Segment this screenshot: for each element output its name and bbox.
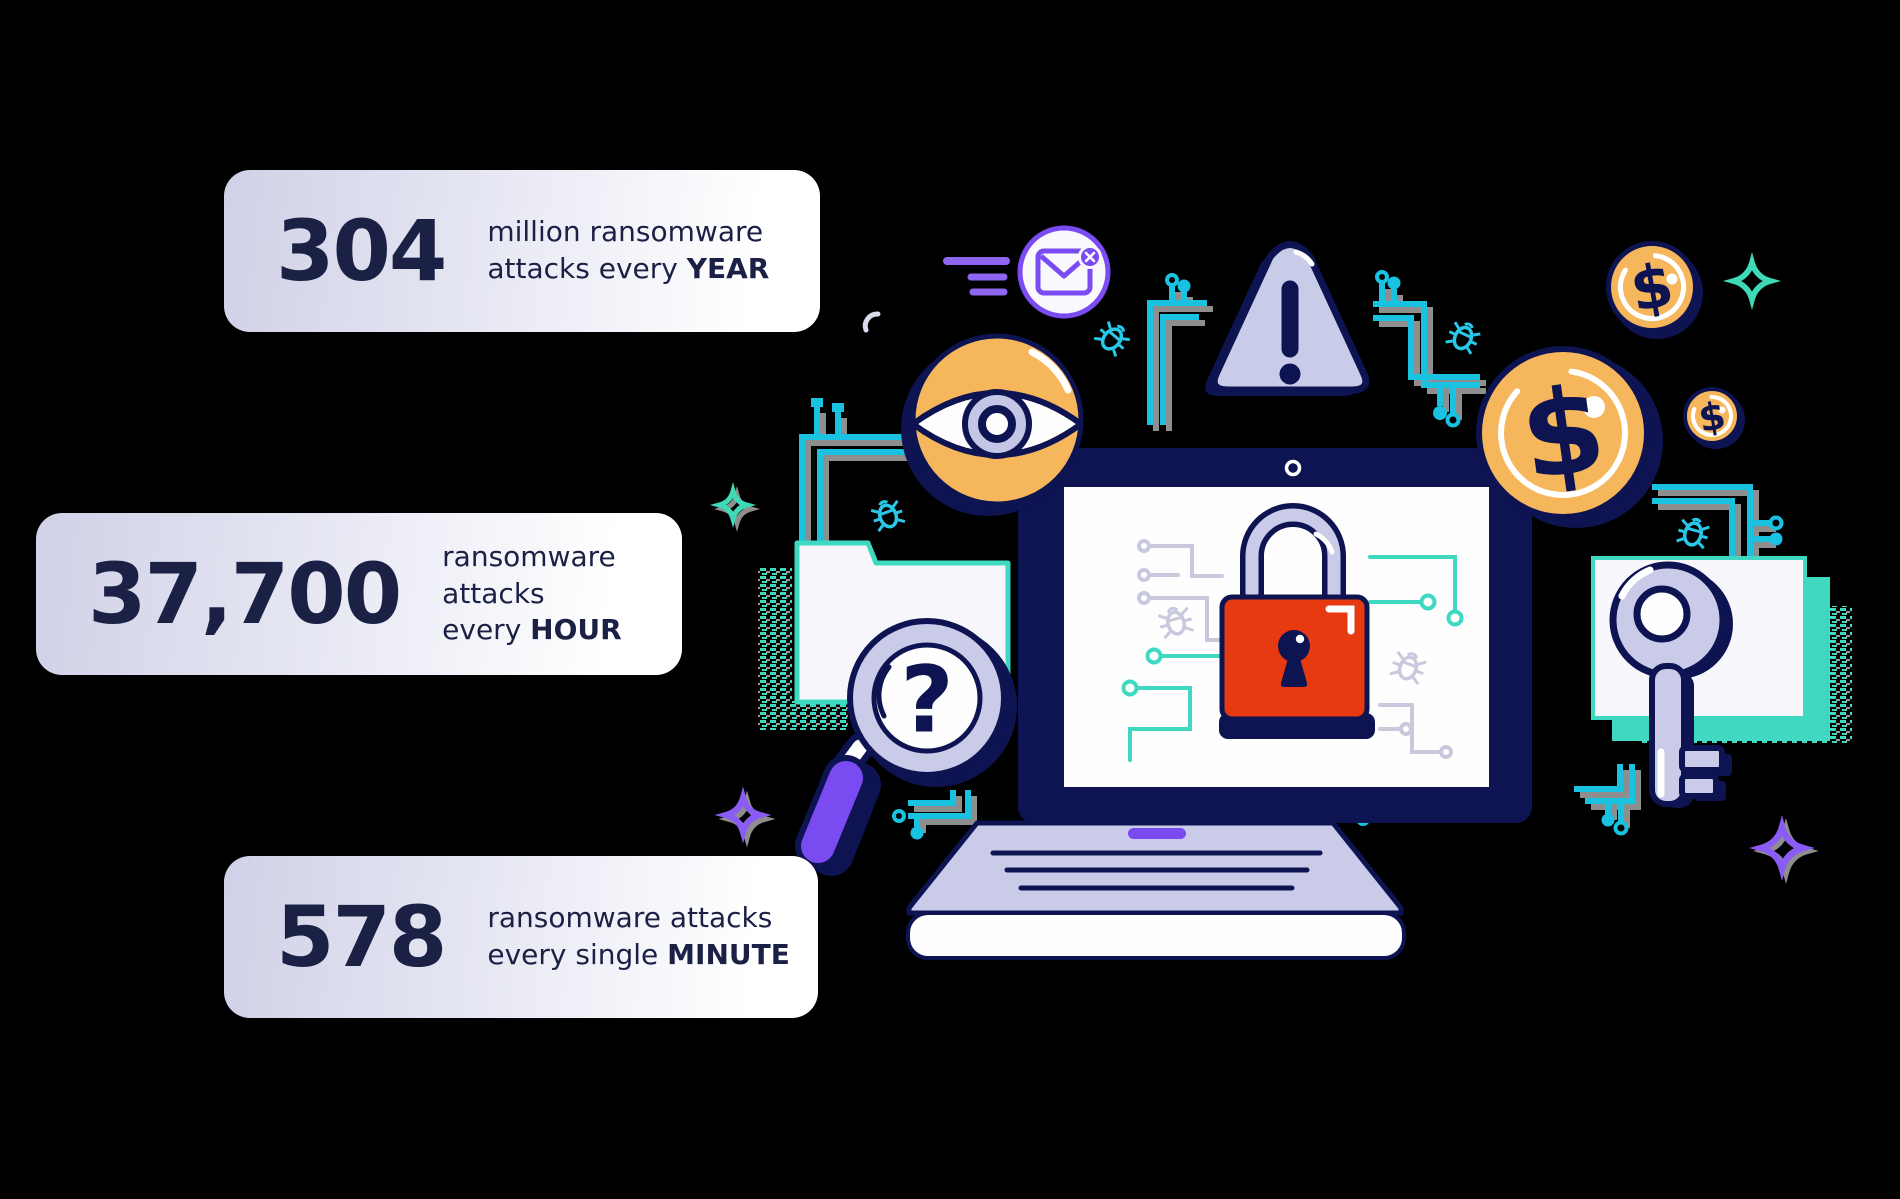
stat-card-hour: 37,700 ransomware attacks every HOUR	[36, 513, 682, 675]
stat-line1: ransomware attacks	[487, 901, 773, 935]
sparkle-icon-purple-right	[1761, 827, 1807, 872]
sparkle-icon-teal-large	[1734, 263, 1771, 300]
stat-emphasis: MINUTE	[667, 938, 790, 971]
magnifier-question-icon: ?	[795, 618, 1017, 876]
stat-line2: every	[442, 613, 531, 647]
dollar-coin-icon-small: $	[1683, 387, 1745, 449]
crescent-accent	[862, 311, 881, 333]
stat-description: million ransomware attacks every YEAR	[487, 214, 769, 288]
stat-value: 304	[276, 202, 447, 300]
padlock-icon	[1219, 503, 1375, 739]
keyhole-icon	[1278, 630, 1310, 687]
bug-icon	[1091, 316, 1135, 359]
stat-description: ransomware attacks every single MINUTE	[487, 900, 790, 974]
dollar-glyph: $	[1513, 359, 1614, 507]
bug-icon	[1673, 513, 1714, 551]
stat-emphasis: HOUR	[530, 613, 622, 647]
stat-value: 578	[276, 888, 447, 986]
sparkle-icon-purple-left	[726, 798, 764, 836]
stat-line1: ransomware attacks	[442, 539, 616, 610]
stat-emphasis: YEAR	[686, 252, 770, 285]
dollar-coin-icon-medium: $	[1606, 241, 1703, 339]
menu-lines-icon	[943, 257, 1010, 296]
eye-badge-icon	[901, 333, 1084, 516]
sparkle-icon-teal-small	[719, 491, 750, 522]
key-icon	[1609, 561, 1733, 808]
bug-icon	[867, 495, 908, 534]
dollar-coin-icon-large: $	[1476, 346, 1663, 528]
stat-line1: million ransomware	[487, 215, 764, 249]
stat-value: 37,700	[88, 545, 402, 643]
touchpad-bar	[1128, 828, 1186, 839]
stat-card-minute: 578 ransomware attacks every single MINU…	[224, 856, 818, 1018]
blocked-email-icon	[1017, 225, 1111, 319]
stat-line2: every single	[487, 938, 668, 971]
warning-icon	[1205, 241, 1370, 396]
bug-icon	[1443, 316, 1485, 357]
stat-line2: attacks every	[487, 252, 687, 285]
camera-dot-icon	[1284, 459, 1302, 477]
screen-circuit-decoration	[1121, 539, 1464, 762]
question-glyph: ?	[900, 647, 953, 754]
stat-card-year: 304 million ransomware attacks every YEA…	[224, 170, 820, 332]
stat-description: ransomware attacks every HOUR	[442, 539, 682, 650]
